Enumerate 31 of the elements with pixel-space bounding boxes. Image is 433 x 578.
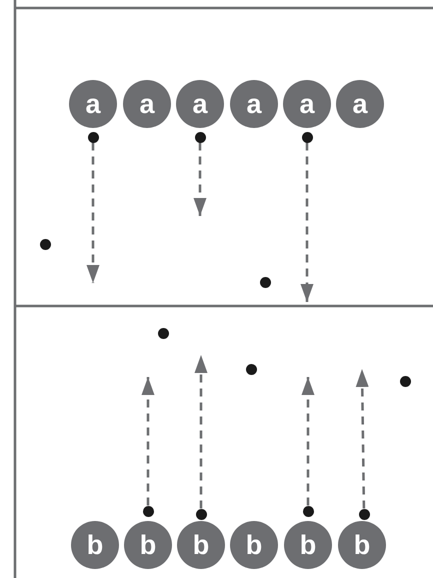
particle-circle: b (338, 521, 386, 569)
dashed-arrow (356, 368, 369, 509)
dot (194, 132, 206, 142)
dot (196, 508, 206, 520)
particle-circle: b (124, 521, 172, 569)
particle-circle: b (230, 521, 278, 569)
particle-circle: a (176, 80, 224, 128)
particle-circle: a (230, 80, 278, 128)
dot (40, 238, 50, 250)
dashed-arrow (194, 142, 206, 216)
dot (400, 376, 410, 386)
dot (260, 276, 270, 288)
dashed-arrow (194, 355, 208, 508)
dot (246, 364, 256, 374)
particle-circle: a (69, 80, 117, 128)
dot (302, 132, 312, 142)
dashed-arrow (300, 142, 314, 302)
particle-circle: b (177, 521, 225, 569)
dashed-arrow (86, 142, 100, 283)
particle-circle: b (71, 521, 119, 569)
dot (158, 328, 168, 338)
particle-circle: a (283, 80, 331, 128)
dot (142, 506, 154, 516)
dot (302, 506, 314, 516)
dashed-arrow (142, 377, 154, 506)
particle-circle: a (336, 80, 384, 128)
dot (88, 132, 98, 142)
particle-circle: b (284, 521, 332, 569)
dot (358, 508, 370, 520)
dashed-arrow (302, 377, 314, 506)
particle-circle: a (123, 80, 171, 128)
